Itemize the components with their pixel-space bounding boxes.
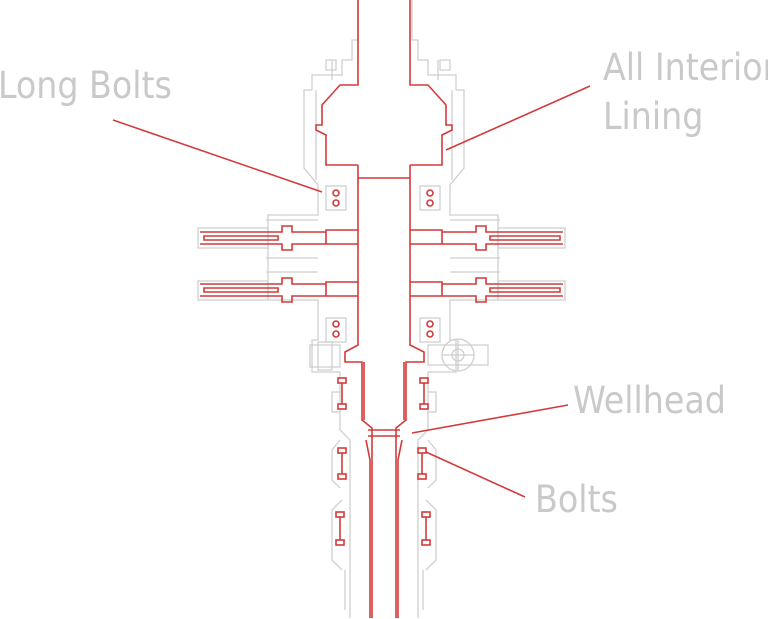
interior-lining-leader	[445, 85, 591, 151]
wellhead-leader	[411, 404, 569, 434]
wellhead-label: Wellhead	[573, 379, 726, 422]
bolts-group	[335, 377, 431, 546]
all-interior-label-line1: All Interior	[603, 46, 768, 89]
side-valve	[309, 338, 489, 372]
long-bolts-label: Long Bolts	[0, 64, 172, 107]
long-bolts-group	[325, 185, 441, 343]
wellhead-body-outline	[197, 0, 566, 618]
bolts-leader	[425, 451, 526, 498]
interior-lining	[200, 0, 563, 618]
long-bolts-leader	[112, 119, 323, 193]
all-interior-label-line2: Lining	[603, 95, 703, 138]
bolts-label: Bolts	[535, 478, 618, 521]
